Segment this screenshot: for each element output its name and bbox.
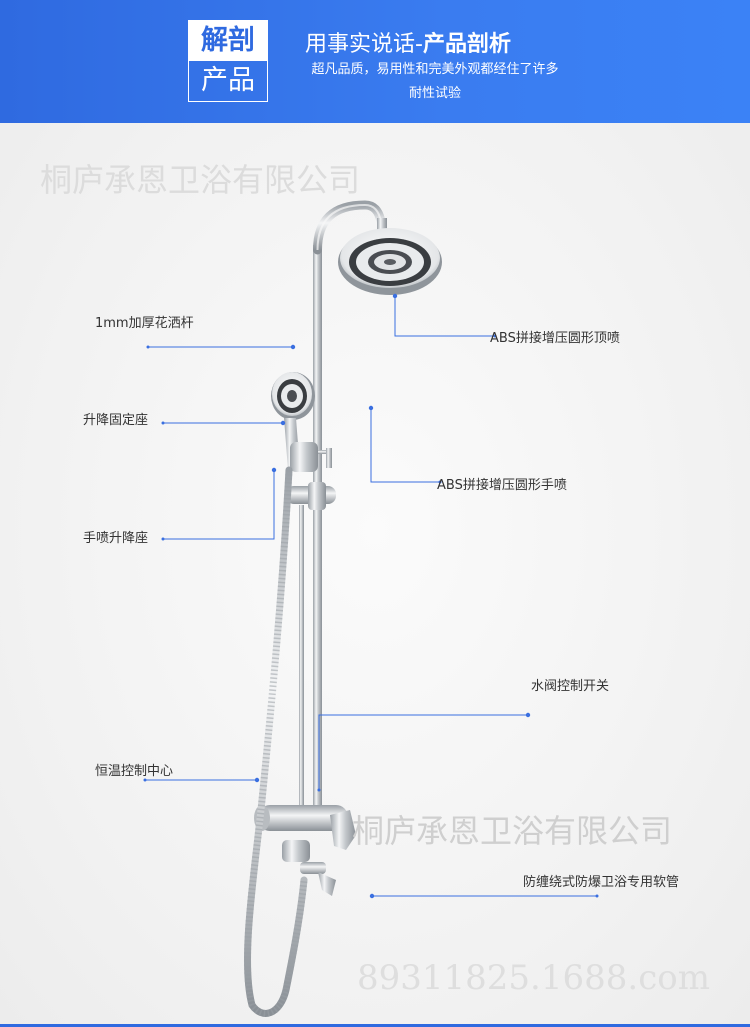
subtitle-line-1: 超凡品质，易用性和完美外观都经住了许多 bbox=[311, 62, 559, 77]
main-riser-pipe bbox=[313, 245, 322, 805]
lift-mount-bracket bbox=[290, 442, 332, 472]
section-title-bold: 产品剖析 bbox=[422, 32, 511, 57]
badge-bottom-text: 产品 bbox=[201, 65, 255, 96]
bottom-accent-line bbox=[0, 1024, 750, 1027]
section-title-prefix: 用事实说话- bbox=[305, 32, 423, 57]
leader-lines bbox=[145, 296, 597, 897]
subtitle-line-2: 耐性试验 bbox=[408, 86, 461, 101]
slide-bar bbox=[299, 505, 304, 815]
label-hand-spray: ABS拼接增压圆形手喷 bbox=[437, 478, 567, 493]
label-rod: 1mm加厚花洒杆 bbox=[95, 316, 194, 331]
thermostatic-valve-body bbox=[254, 805, 356, 896]
overhead-shower-head bbox=[338, 228, 442, 295]
label-valve-switch: 水阀控制开关 bbox=[531, 679, 610, 694]
badge-top-text: 解剖 bbox=[189, 21, 267, 61]
label-top-spray: ABS拼接增压圆形顶喷 bbox=[490, 331, 620, 346]
label-thermostat: 恒温控制中心 bbox=[95, 764, 174, 779]
label-hand-slider: 手喷升降座 bbox=[83, 531, 149, 546]
shower-hose bbox=[243, 466, 308, 1017]
leader-valve-switch bbox=[318, 714, 528, 790]
leader-dots bbox=[143, 293, 599, 899]
leader-top-spray bbox=[394, 296, 495, 337]
watermark-company-bottom: 桐庐承恩卫浴有限公司 bbox=[352, 812, 673, 850]
hand-shower bbox=[271, 372, 315, 470]
hand-shower-slider bbox=[286, 482, 336, 510]
leader-hand-slider bbox=[163, 470, 275, 540]
section-badge: 解剖 产品 bbox=[188, 20, 268, 102]
header-banner: 解剖 产品 用事实说话-产品剖析 超凡品质，易用性和完美外观都经住了许多 耐性试… bbox=[0, 0, 750, 123]
label-hose: 防缠绕式防爆卫浴专用软管 bbox=[523, 875, 680, 890]
leader-hand-spray bbox=[370, 408, 440, 483]
watermark-site: 89311825.1688.com bbox=[357, 958, 710, 998]
label-lift-mount: 升降固定座 bbox=[83, 413, 149, 428]
section-subtitle: 超凡品质，易用性和完美外观都经住了许多 耐性试验 bbox=[270, 58, 600, 106]
watermark-company-top: 桐庐承恩卫浴有限公司 bbox=[40, 161, 361, 199]
section-title: 用事实说话-产品剖析 bbox=[305, 26, 511, 58]
